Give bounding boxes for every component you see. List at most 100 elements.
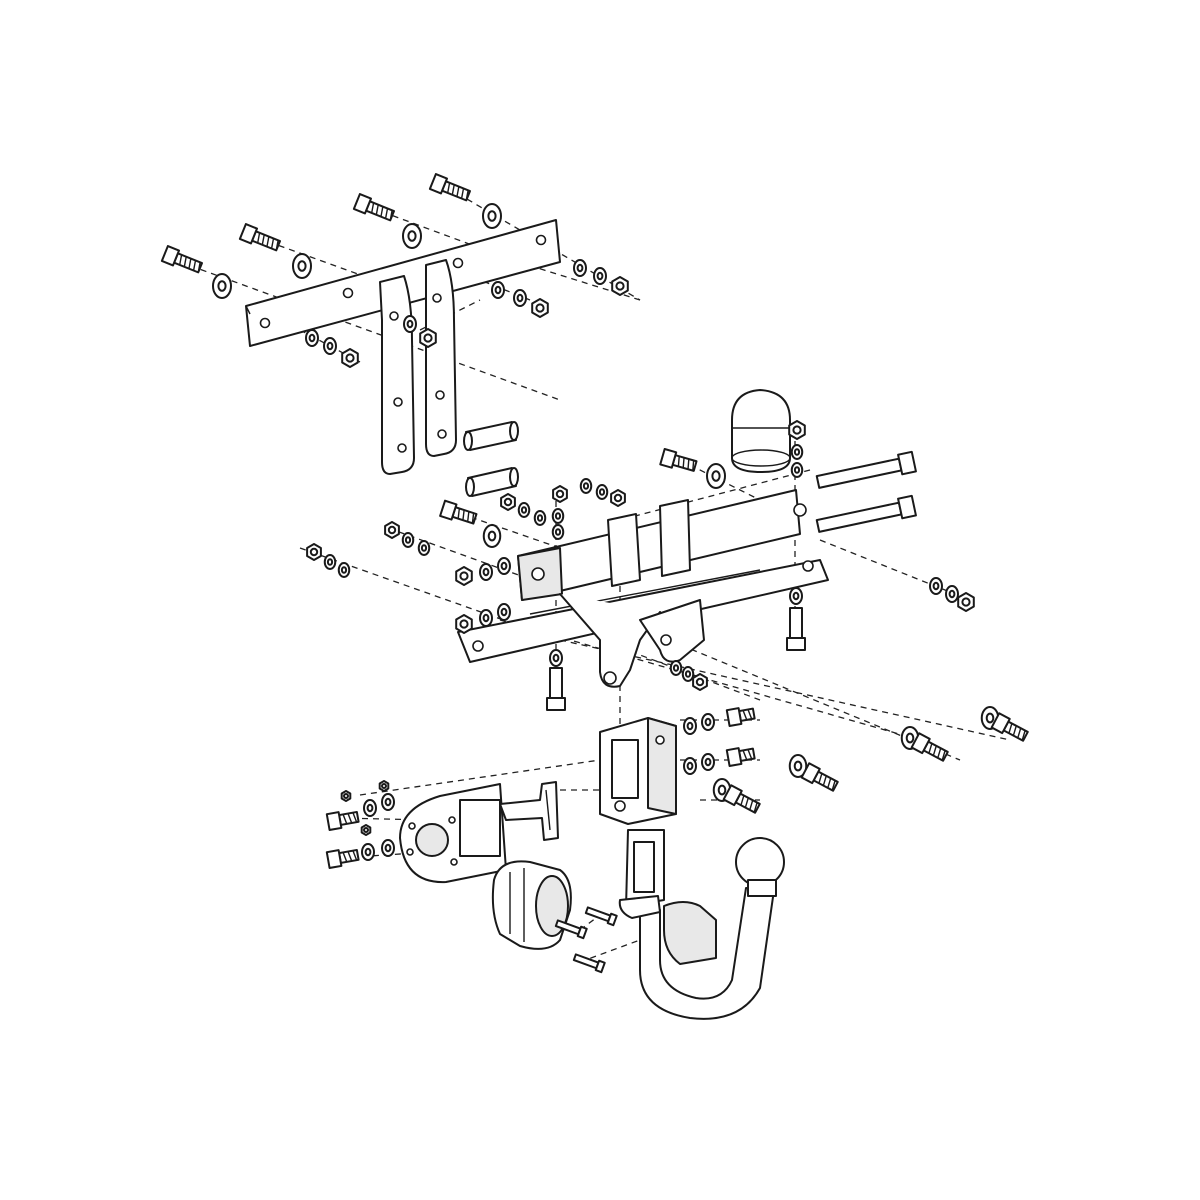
bolt: [659, 448, 698, 472]
washer: [513, 289, 527, 307]
nut: [531, 298, 549, 318]
washer: [790, 444, 804, 460]
washer: [212, 273, 232, 299]
washer: [681, 666, 695, 682]
washer: [381, 793, 395, 811]
washer: [482, 524, 502, 548]
washer: [497, 557, 511, 575]
nut: [957, 592, 975, 612]
washer: [533, 510, 547, 526]
socket-bracket: [399, 781, 559, 884]
washer: [402, 223, 422, 249]
vertical-bolt: [786, 607, 806, 651]
nut: [306, 543, 322, 561]
washer: [551, 508, 565, 524]
washer: [549, 649, 563, 667]
washer: [417, 540, 431, 556]
spacer-tube-lower: [465, 467, 519, 497]
washer: [337, 562, 351, 578]
left-vertical-bracket: [379, 275, 415, 475]
nut: [384, 521, 400, 539]
nut: [611, 276, 629, 296]
washer: [497, 603, 511, 621]
washer: [701, 713, 715, 731]
washer: [573, 259, 587, 277]
ball-cover-cap: [731, 389, 791, 473]
bolt: [325, 848, 360, 869]
washer: [361, 843, 375, 861]
nut: [419, 328, 437, 348]
nut: [340, 790, 352, 802]
washer: [683, 717, 697, 735]
bracket-hole: [393, 397, 403, 407]
nut: [455, 614, 473, 634]
ball-socket-housing: [599, 717, 677, 825]
bolt: [439, 499, 478, 525]
bolt: [725, 707, 756, 727]
right-vertical-bracket: [425, 259, 457, 457]
nut: [500, 493, 516, 511]
detachable-ball-neck: [618, 829, 785, 1020]
washer: [706, 463, 726, 489]
socket-screws: [554, 906, 618, 974]
bracket-hole: [397, 443, 407, 453]
washer: [479, 609, 493, 627]
bolt: [722, 784, 761, 814]
washer: [491, 281, 505, 299]
crossbar: [457, 489, 829, 688]
washer: [482, 203, 502, 229]
nut: [378, 780, 390, 792]
vertical-bolt: [546, 667, 566, 711]
bolt: [910, 732, 949, 762]
nut: [692, 673, 708, 691]
nut: [455, 566, 473, 586]
bolt: [725, 747, 756, 767]
long-bolt: [815, 494, 917, 533]
spacer-tubes: [463, 421, 519, 497]
bolt: [428, 173, 471, 202]
spacer-tube-upper: [463, 421, 519, 451]
washer: [403, 315, 417, 333]
washer: [788, 754, 808, 778]
washer: [551, 524, 565, 540]
screw: [572, 953, 606, 974]
screw: [554, 919, 588, 940]
vertical-bolts: [546, 607, 806, 711]
nut: [360, 824, 372, 836]
fasteners: [160, 173, 1029, 869]
plate-hole-2: [342, 287, 354, 299]
washer: [305, 329, 319, 347]
bolt: [238, 223, 281, 252]
crossbar-upright-left: [607, 513, 641, 587]
bolt: [352, 193, 395, 222]
washer: [790, 462, 804, 478]
screw: [584, 906, 618, 927]
washer: [579, 478, 593, 494]
washer: [292, 253, 312, 279]
washer: [323, 554, 337, 570]
washer: [701, 753, 715, 771]
nut: [788, 420, 806, 440]
long-bolt: [815, 450, 917, 489]
washer: [363, 799, 377, 817]
nut: [610, 489, 626, 507]
bracket-hole: [389, 311, 399, 321]
washer: [789, 587, 803, 605]
bolt: [325, 810, 360, 831]
plate-hole-3: [452, 257, 464, 269]
bolt: [990, 712, 1029, 742]
washer: [323, 337, 337, 355]
crossbar-lower-bracket: [559, 593, 661, 688]
bolt: [160, 245, 203, 274]
washer: [595, 484, 609, 500]
crossbar-side-bracket: [639, 599, 705, 663]
plate-hole-4: [535, 234, 547, 246]
washer: [669, 660, 683, 676]
washer: [401, 532, 415, 548]
bolt: [800, 762, 839, 792]
bracket-hole: [432, 293, 442, 303]
nut: [552, 485, 568, 503]
crossbar-upright-right: [659, 499, 691, 577]
washer: [683, 757, 697, 775]
